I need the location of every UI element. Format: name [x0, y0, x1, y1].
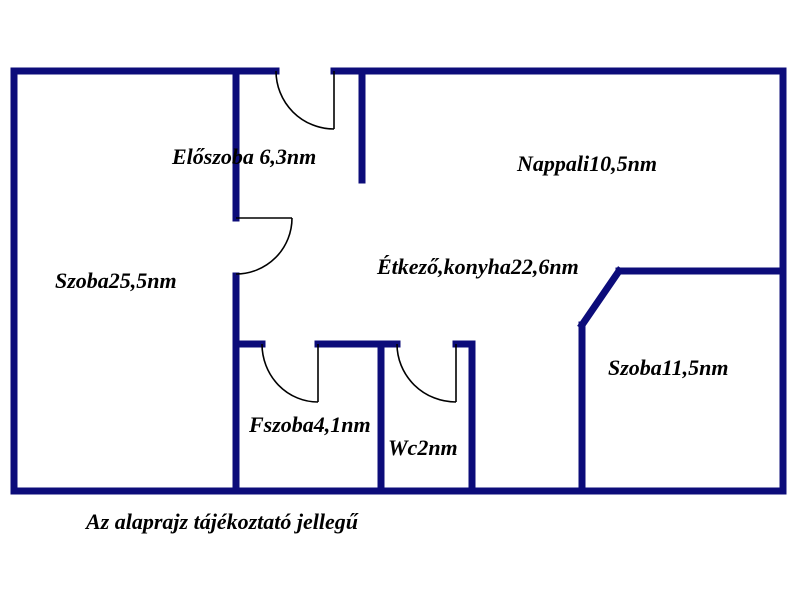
room-label-fszoba: Fszoba4,1nm — [248, 412, 371, 437]
wall-szoba-right-diagonal — [577, 266, 624, 330]
door-swing-arc — [235, 217, 293, 275]
door-swing-arc — [275, 70, 335, 130]
door-szoba-left — [235, 217, 293, 275]
room-label-szoba-left: Szoba25,5nm — [55, 268, 177, 293]
door-fszoba — [261, 343, 319, 403]
room-label-nappali: Nappali10,5nm — [516, 151, 657, 176]
door-swing-arc — [261, 343, 319, 403]
room-label-etkezo-konyha: Étkező,konyha22,6nm — [376, 254, 579, 279]
caption: Az alaprajz tájékoztató jellegű — [84, 509, 359, 534]
outer-walls — [10, 67, 787, 495]
room-label-eloszoba: Előszoba 6,3nm — [171, 144, 316, 169]
door-entrance — [275, 70, 335, 130]
door-wc — [396, 343, 457, 403]
room-label-wc: Wc2nm — [388, 435, 458, 460]
door-swing-arc — [396, 343, 457, 403]
room-label-szoba-right: Szoba11,5nm — [608, 355, 728, 380]
interior-walls — [232, 67, 787, 495]
